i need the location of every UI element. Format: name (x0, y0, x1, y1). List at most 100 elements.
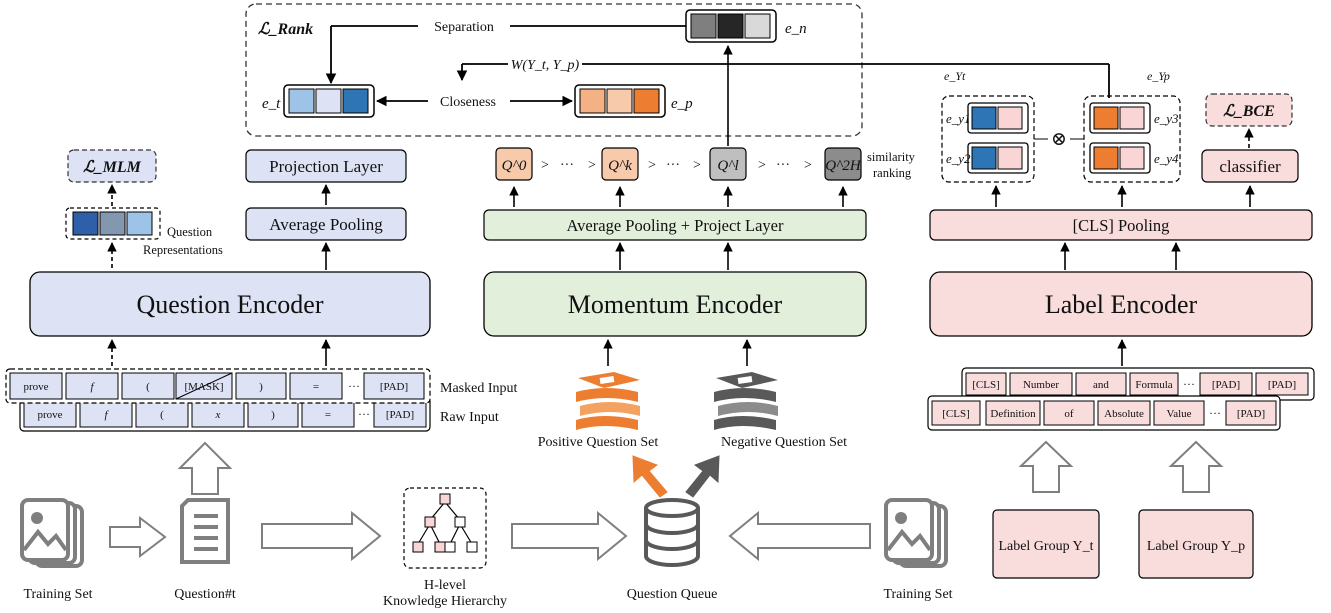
label-front-token-cell (1043, 400, 1095, 426)
repr-cell (126, 211, 153, 236)
e-t-cell (342, 88, 369, 114)
e-t-vector (283, 84, 375, 118)
negative-set-label: Negative Question Set (721, 435, 847, 450)
label-front-token-cell (985, 400, 1041, 426)
label-front-token-cell (931, 400, 981, 426)
average-pooling-label: Average Pooling (269, 215, 383, 234)
label-back-token-cell (965, 372, 1007, 396)
e-n-cell (717, 13, 744, 39)
flow-arrow-up (1168, 440, 1224, 493)
flow-arrow-up (177, 441, 233, 495)
average-pooling-box (245, 207, 407, 241)
masked-token-cell (9, 372, 63, 400)
label-back-token-cell (1199, 372, 1253, 396)
greater-than-sign: > (541, 158, 549, 173)
question-label: Question#t (174, 587, 236, 602)
mlm-loss-label: ℒ_MLM (83, 159, 142, 176)
greater-than-sign: > (758, 158, 766, 173)
bce-loss-box (1205, 93, 1293, 127)
e-t-cell (288, 88, 315, 114)
masked-token-text: [MASK] (184, 381, 223, 393)
raw-token-text: prove (37, 409, 62, 421)
label-back-token-text: Formula (1135, 379, 1172, 391)
otimes-symbol: ⊗ (1051, 129, 1067, 150)
raw-input-label: Raw Input (440, 410, 499, 425)
greater-than-sign: > (588, 158, 596, 173)
label-encoder-box (929, 271, 1313, 337)
e-yt-label: e_Yt (944, 69, 966, 83)
question-encoder-branch: ℒ_MLM Question Representations Projectio… (5, 149, 517, 432)
raw-token-text: = (325, 409, 331, 421)
rank-loss-region: ℒ_Rank e_t e_p e_n Separation (245, 3, 1110, 137)
e-y2-label: e_y2 (946, 151, 971, 166)
negative-books-icon (714, 372, 778, 430)
label-back-token-text: and (1093, 379, 1109, 391)
cls-pooling-label: [CLS] Pooling (1073, 216, 1170, 235)
cls-pooling-box (929, 209, 1313, 241)
e-p-vector (574, 84, 666, 118)
label-back-token-text: Number (1023, 379, 1059, 391)
e-y4-label: e_y4 (1154, 151, 1179, 166)
separation-label: Separation (434, 20, 494, 35)
e-t-label: e_t (262, 96, 281, 112)
label-back-token-cell (1255, 372, 1309, 396)
e-y1-label: e_y1 (946, 111, 971, 126)
label-back-token-cell (1129, 372, 1179, 396)
positive-flow-arrow (632, 455, 668, 498)
greater-than-sign: > (648, 158, 656, 173)
classifier-box (1201, 149, 1299, 183)
similarity-label: similarity (867, 150, 916, 164)
queue-item-box (824, 147, 862, 181)
masked-token-text: ( (146, 381, 150, 393)
masked-token-text: prove (23, 381, 48, 393)
mlm-loss-box (67, 149, 157, 183)
rank-loss-label: ℒ_Rank (258, 21, 313, 38)
label-encoder-label: Label Encoder (1045, 290, 1198, 319)
question-encoder-label: Question Encoder (136, 290, 323, 319)
e-t-cell (315, 88, 342, 114)
positive-books-icon (576, 372, 640, 430)
greater-than-sign: > (804, 158, 812, 173)
label-back-token-cell (1009, 372, 1073, 396)
ranking-label: ranking (873, 166, 912, 180)
projection-layer-label: Projection Layer (269, 157, 383, 176)
repr-cell (99, 211, 126, 236)
e-n-label: e_n (785, 21, 807, 37)
label-front-token-cell (1153, 400, 1205, 426)
flow-arrow-up (1018, 440, 1074, 493)
raw-token-text: x (215, 409, 221, 421)
label-front-token-text: Absolute (1104, 408, 1144, 420)
e-p-cell (606, 88, 633, 114)
e-n-cell (690, 13, 717, 39)
e-p-cell (579, 88, 606, 114)
label-encoder-branch: e_Yt e_Yp e_y1 e_y2 e_y3 e_y4 ⊗ ℒ_BCE cl… (927, 69, 1315, 579)
raw-token-text: f (104, 409, 109, 421)
label-group-t-label: Label Group Y_t (998, 539, 1093, 554)
raw-token-cell (301, 400, 355, 428)
label-front-token-text: [CLS] (942, 408, 970, 420)
label-back-token-cell (1075, 372, 1127, 396)
ellipsis-token: ··· (358, 407, 370, 421)
label-front-token-cell (1097, 400, 1151, 426)
masked-input-label: Masked Input (440, 381, 517, 396)
masked-token-cell (289, 372, 343, 400)
mask-strike (175, 372, 233, 400)
queue-item-box (495, 147, 533, 181)
label-front-token-text: Value (1166, 408, 1191, 420)
label-front-token-cell (1225, 400, 1277, 426)
classifier-label: classifier (1219, 157, 1281, 176)
e-y3-label: e_y3 (1154, 111, 1179, 126)
question-repr-line2: Representations (143, 243, 223, 257)
label-front-token-text: of (1064, 408, 1074, 420)
label-group-t-box (992, 509, 1100, 579)
raw-token-text: ) (271, 409, 275, 421)
raw-token-text: [PAD] (386, 409, 414, 421)
e-n-vector (685, 9, 777, 43)
positive-set-label: Positive Question Set (538, 435, 659, 450)
hierarchy-line1: H-level (424, 578, 466, 593)
knowledge-hierarchy-icon (403, 487, 487, 569)
masked-token-cell (363, 372, 425, 400)
